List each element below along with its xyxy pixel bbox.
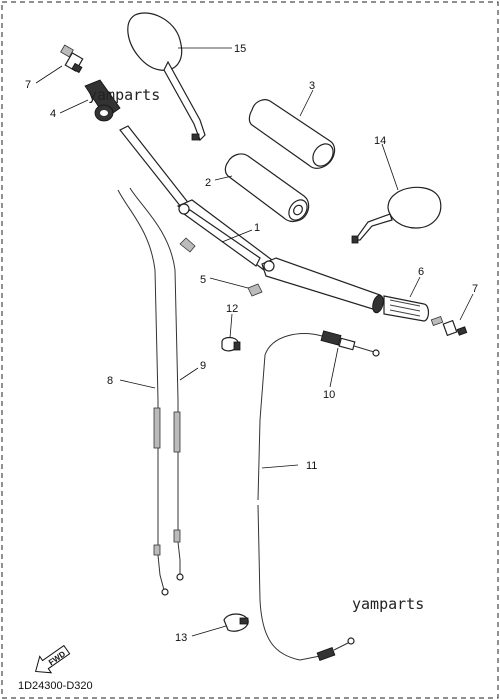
- clamp-13: [223, 613, 249, 632]
- callout-15: 15: [234, 43, 246, 55]
- callout-7-top: 7: [25, 79, 31, 91]
- grip-right-loose: [248, 99, 336, 169]
- callout-10: 10: [323, 389, 335, 401]
- clutch-cable-11: [257, 333, 355, 662]
- grip-left-loose: [224, 153, 310, 223]
- mirror-right: [351, 186, 442, 244]
- callout-2: 2: [205, 177, 211, 189]
- switch-part-7-top: [60, 44, 84, 74]
- throttle-cable-9: [129, 187, 184, 581]
- mirror-left: [127, 12, 206, 142]
- leader-lines: [35, 47, 474, 637]
- watermark-top: yamparts: [88, 86, 160, 104]
- callout-14: 14: [374, 135, 386, 147]
- callout-8: 8: [107, 375, 113, 387]
- watermark-bottom: yamparts: [352, 595, 424, 613]
- fwd-arrow-icon: FWD: [34, 644, 71, 674]
- handlebar-holder-5: [179, 237, 263, 297]
- throttle-cable-8: [117, 189, 169, 596]
- callout-7-right: 7: [472, 283, 478, 295]
- handlebar: [119, 125, 381, 311]
- callout-1: 1: [254, 222, 260, 234]
- callout-12: 12: [226, 303, 238, 315]
- callout-11: 11: [306, 460, 317, 472]
- callout-4: 4: [50, 108, 56, 120]
- callout-13: 13: [175, 632, 187, 644]
- diagram-code: 1D24300-D320: [18, 680, 93, 692]
- clip-12: [221, 336, 241, 352]
- callout-5: 5: [200, 274, 206, 286]
- callout-3: 3: [309, 80, 315, 92]
- throttle-grip-4: [84, 79, 121, 122]
- callout-6: 6: [418, 266, 424, 278]
- grip-6: [372, 294, 430, 322]
- clutch-cable-end-10: [320, 330, 380, 357]
- switch-part-7-right: [430, 315, 468, 337]
- callout-9: 9: [200, 360, 206, 372]
